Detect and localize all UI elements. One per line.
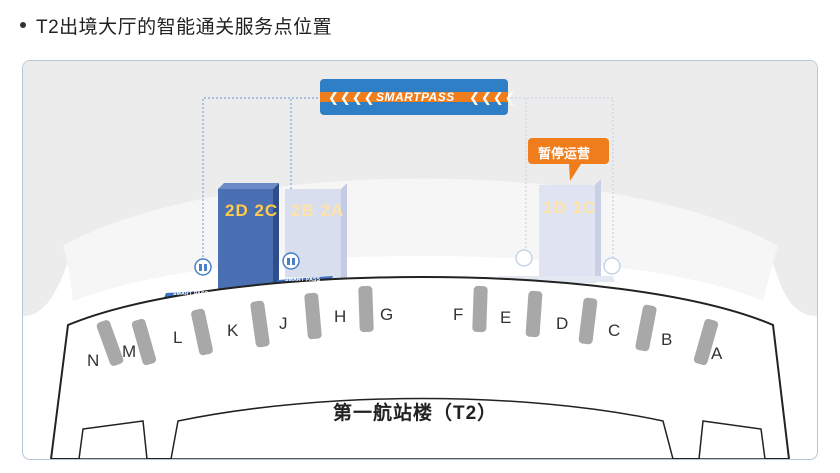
terminal-inner-right [698,420,766,459]
smartpass-label: SMARTPASS [376,90,455,104]
terminal-inner-left [78,420,148,459]
gate-label-a: A [711,344,723,363]
gate-label-l: L [173,328,183,347]
section-heading: T2出境大厅的智能通关服务点位置 [20,12,332,38]
hall-backdrop [23,61,817,316]
gate-label-k: K [227,321,239,340]
terminal-map-panel: ❮❮❮❮ SMARTPASS ❮❮❮❮ 暂停运营 2D 2C 2B 2A 1D … [22,60,818,460]
smartpass-banner-stripe [320,92,508,102]
terminal-label: 第一航站楼（T2） [333,403,498,424]
guide-lines-faded [507,97,614,257]
gate-label-c: C [608,321,621,340]
terminal-map-svg [23,61,817,459]
bullet-icon [20,22,26,28]
floor-strip-left-text: SMART PASS [173,291,209,297]
zone-block-1d1c [539,179,601,283]
suspended-callout-bg [528,138,609,164]
gate-label-f: F [453,305,464,324]
gate-label-g: G [380,305,394,324]
guide-line-left [202,97,323,257]
zone-label-2d2c: 2D 2C [225,201,279,220]
zone-block-2d2c [218,183,279,296]
person-icon-right-faded [515,249,621,275]
guide-line-right [507,97,614,257]
smartpass-left-arrows: ❮❮❮❮ [328,90,376,105]
gate-label-b: B [661,330,673,349]
terminal-inner-mid [170,397,674,459]
gate-label-j: J [279,314,288,333]
suspended-label: 暂停运营 [538,146,591,161]
suspended-callout-tail [569,164,581,181]
gate-label-d: D [556,314,569,333]
gate-pillars [96,285,719,366]
gate-label-n: N [87,351,100,370]
guide-lines [202,97,323,257]
heading-text: T2出境大厅的智能通关服务点位置 [36,16,333,38]
zone-block-2b2a [285,183,347,290]
zone-label-1d1c: 1D 1C [543,198,597,217]
smartpass-right-arrows: ❮❮❮❮ [469,90,517,105]
person-icon-mid [282,252,300,270]
gate-label-e: E [500,308,512,327]
person-icon-left [194,258,212,276]
gate-label-m: M [122,342,137,361]
gate-label-h: H [334,307,347,326]
floor-strip-right-text: SMART PASS [285,277,321,283]
zone-label-2b2a: 2B 2A [291,201,345,220]
